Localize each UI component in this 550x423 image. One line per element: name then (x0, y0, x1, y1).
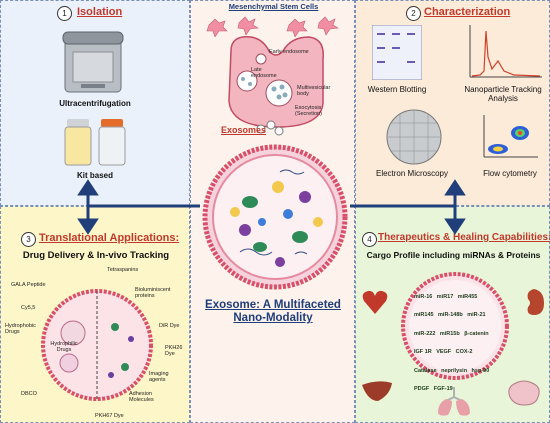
released-exosomes-icon (256, 120, 284, 136)
cargo-item: miR455 (457, 294, 478, 300)
adhesion-label: Adhesion Molecules (129, 391, 154, 404)
translational-number-badge: 3 (21, 232, 36, 247)
cargo-item: miR-16 (414, 294, 433, 300)
cargo-item: neprilysin (441, 367, 468, 374)
cargo-list: miR-16 miR17 miR455 miR145 miR-148b miR-… (414, 285, 498, 395)
msc-title: Mesenchymal Stem Cells (228, 2, 319, 11)
dbco-label: DBCO (21, 391, 37, 397)
kit-based-label: Kit based (76, 171, 113, 180)
cell-diagram-icon (228, 36, 324, 128)
nta-label: Nanoparticle Tracking Analysis (464, 85, 542, 104)
western-blotting-label: Western Blotting (367, 85, 427, 94)
isolation-panel: 1 Isolation Ultracentrifugation Kit base… (0, 0, 190, 206)
exocytosis-label: Exocytosis (Secretion) (295, 105, 322, 118)
mvb-label: Multivesicular body (297, 85, 331, 98)
therapeutics-subtitle: Cargo Profile including miRNAs & Protein… (366, 250, 541, 260)
cargo-item: miR-222 (414, 330, 436, 337)
cargo-item: FGF-19 (433, 385, 453, 392)
flow-cytometry-label: Flow cytometry (483, 169, 537, 178)
pkh26-label: PKH26 Dye (165, 345, 183, 358)
cargo-item: COX-2 (455, 349, 473, 356)
therapeutics-number-badge: 4 (362, 232, 377, 247)
western-blot-icon (372, 25, 422, 80)
translational-panel: 3 Translational Applications: Drug Deliv… (0, 206, 190, 423)
characterization-panel: 2 Characterization Western Blotting Nano… (355, 0, 550, 206)
ultracentrifuge-icon (62, 31, 124, 93)
gala-peptide-label: GALA Peptide (11, 282, 46, 288)
therapeutics-title: Therapeutics & Healing Capabilities: (378, 232, 550, 243)
cargo-item: miR15b (439, 330, 460, 337)
brain-icon (508, 380, 540, 406)
translational-title: Translational Applications: (39, 232, 180, 244)
electron-microscopy-icon (386, 109, 442, 165)
imaging-agents-label: Imaging agents (149, 371, 169, 384)
kit-tubes-icon (64, 119, 126, 166)
heart-icon (362, 290, 388, 314)
cargo-item: miR145 (414, 312, 434, 319)
flow-cytometry-icon (483, 115, 538, 158)
translational-subtitle: Drug Delivery & In-vivo Tracking (22, 250, 170, 261)
liver-icon (362, 381, 392, 401)
main-title: Exosome: A Multifaceted Nano-Modality (205, 299, 341, 325)
engineered-exosome-icon (41, 289, 153, 401)
exosome-core-icon (202, 144, 348, 290)
cargo-item: hsp-90 (471, 367, 490, 374)
lungs-icon (438, 387, 470, 416)
isolation-number-badge: 1 (57, 6, 72, 21)
kidney-icon (527, 289, 544, 315)
hydrophobic-drugs-label: Hydrophobic Drugs (5, 323, 36, 336)
stem-cells-row-icon (206, 16, 339, 37)
cargo-item: miR-148b (438, 312, 463, 319)
cy55-label: Cy5,5 (21, 305, 36, 311)
cargo-item: miR-21 (467, 312, 486, 319)
cargo-item: Catalase (414, 367, 437, 374)
exosomes-label: Exosomes (221, 125, 267, 135)
ultracentrifugation-label: Ultracentrifugation (59, 99, 131, 108)
pkh67-label: PKH67 Dye (95, 413, 124, 419)
characterization-title: Characterization (424, 6, 511, 18)
hydrophilic-drugs-label: Hydrophilic Drugs (50, 341, 78, 354)
electron-microscopy-label: Electron Microscopy (375, 169, 449, 178)
isolation-title: Isolation (77, 6, 123, 18)
dir-dye-label: DiR Dye (159, 323, 180, 329)
cargo-item: miR17 (436, 294, 454, 300)
cargo-item: β-catenin (464, 330, 489, 337)
nta-plot-icon (469, 25, 542, 78)
tetraspanins-label: Tetraspanins (107, 267, 139, 273)
cargo-item: PDGF (414, 385, 430, 392)
cargo-item: IGF 1R (414, 349, 432, 356)
therapeutics-panel: 4 Therapeutics & Healing Capabilities: C… (355, 206, 550, 423)
characterization-number-badge: 2 (406, 6, 421, 21)
cargo-exosome-icon (401, 272, 509, 380)
late-endosome-label: Late endosome (251, 67, 277, 80)
cargo-item: VEGF (436, 349, 452, 356)
early-endosome-label: Early endosome (269, 49, 309, 55)
bioluminescent-label: Bioluminiscent proteins (135, 287, 171, 300)
